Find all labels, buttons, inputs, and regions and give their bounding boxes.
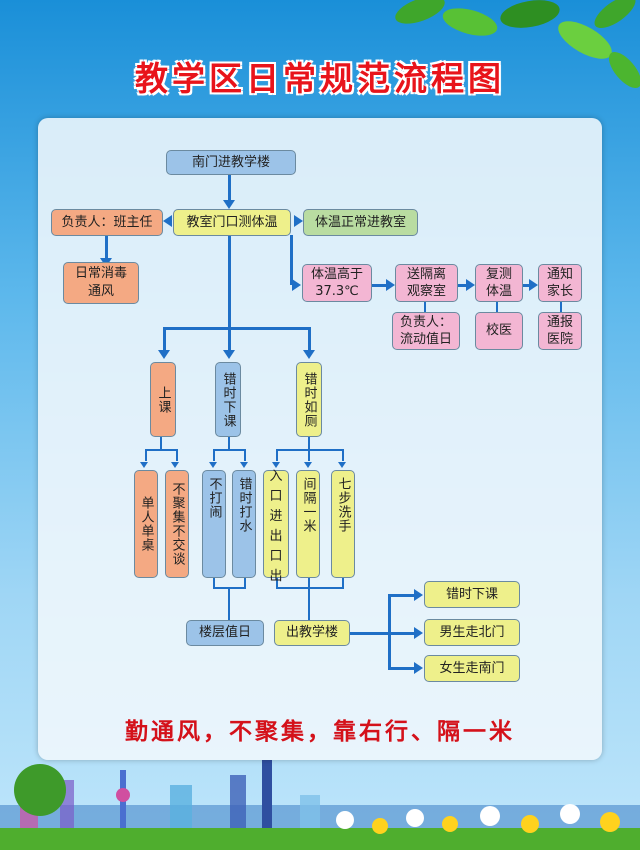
city-skyline-decoration <box>0 760 640 850</box>
node-report-hospital-text: 通报医院 <box>546 315 573 347</box>
node-high-temp: 体温高于37.3℃ <box>302 264 372 302</box>
node-exit-stagger: 错时下课 <box>424 581 520 608</box>
page-title: 教学区日常规范流程图 <box>135 59 505 98</box>
node-no-fighting: 不打闹 <box>202 470 226 578</box>
node-single-desk: 单人单桌 <box>134 470 158 578</box>
node-girls-south: 女生走南门 <box>424 655 520 682</box>
node-recheck-text: 复测体温 <box>485 267 512 299</box>
node-south-gate: 南门进教学楼 <box>166 150 296 175</box>
node-entry-exit: 入口进出口出 <box>263 469 289 584</box>
node-report-hospital: 通报医院 <box>538 312 582 350</box>
node-isolation-room: 送隔离观察室 <box>395 264 458 302</box>
node-isolation-room-text: 送隔离观察室 <box>406 267 446 299</box>
node-normal-enter: 体温正常进教室 <box>303 209 418 236</box>
node-one-meter: 间隔一米 <box>296 470 320 578</box>
node-daily-disinfect: 日常消毒通风 <box>63 262 139 304</box>
node-duty-person: 负责人：流动值日 <box>392 312 460 350</box>
slogan: 勤通风，不聚集，靠右行、隔一米 <box>125 719 515 745</box>
node-high-temp-text: 体温高于37.3℃ <box>310 267 363 299</box>
node-class: 上课 <box>150 362 176 437</box>
node-responsible-teacher: 负责人：班主任 <box>51 209 163 236</box>
node-temp-check: 教室门口测体温 <box>173 209 291 236</box>
node-notify-parents: 通知家长 <box>538 264 582 302</box>
node-no-gathering: 不聚集不交谈 <box>165 470 189 578</box>
node-floor-duty: 楼层值日 <box>186 620 264 646</box>
node-exit-building: 出教学楼 <box>274 620 350 646</box>
node-entry-exit-text: 入口进出口出 <box>269 469 283 584</box>
node-daily-disinfect-text: 日常消毒通风 <box>74 266 127 299</box>
node-boys-north: 男生走北门 <box>424 619 520 646</box>
node-seven-steps: 七步洗手 <box>331 470 355 578</box>
node-recheck: 复测体温 <box>475 264 523 302</box>
node-notify-parents-text: 通知家长 <box>546 267 573 299</box>
node-stagger-water: 错时打水 <box>232 470 256 578</box>
node-school-doctor: 校医 <box>475 312 523 350</box>
node-duty-person-text: 负责人：流动值日 <box>399 315 452 347</box>
leaves-decoration <box>395 0 640 89</box>
node-stagger-toilet: 错时如厕 <box>296 362 322 437</box>
node-stagger-dismiss: 错时下课 <box>215 362 241 437</box>
